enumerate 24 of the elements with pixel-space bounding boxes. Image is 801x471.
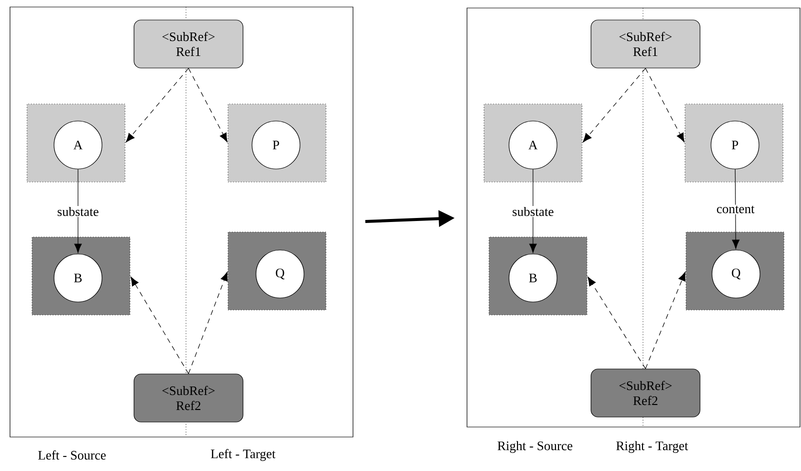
panel-caption: Right - Source: [498, 441, 572, 453]
subref-box: <SubRef> Ref1: [590, 20, 700, 68]
arrow: [588, 276, 646, 369]
arrow: [74, 168, 82, 253]
edge-label: content: [715, 204, 756, 214]
panel-caption: Left - Source: [38, 450, 106, 460]
arrow: [582, 68, 646, 142]
edge-label: substate: [511, 206, 555, 218]
arrow: [732, 168, 740, 249]
arrow: [126, 68, 189, 142]
arrow: [529, 168, 537, 253]
subref-box: <SubRef> Ref2: [590, 368, 700, 418]
panel-frame: [10, 6, 354, 438]
arrow: [645, 68, 684, 142]
arrow: [645, 272, 686, 369]
edge-label: substate: [56, 206, 100, 218]
panel-frame: [466, 8, 800, 428]
subref-box: <SubRef> Ref2: [134, 374, 244, 422]
arrow: [188, 272, 228, 374]
subref-box: <SubRef> Ref1: [134, 20, 244, 68]
panel-caption: Right - Target: [616, 441, 688, 453]
arrow: [130, 276, 189, 374]
arrow: [188, 68, 228, 142]
panel-caption: Left - Target: [210, 449, 276, 461]
